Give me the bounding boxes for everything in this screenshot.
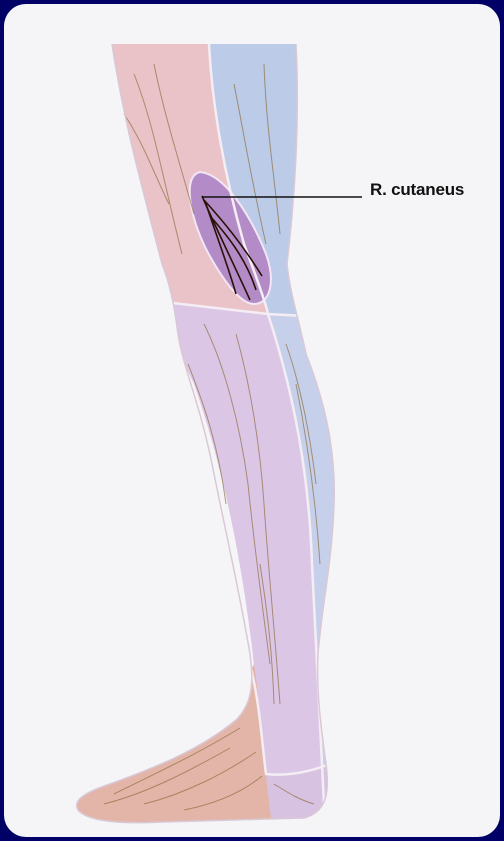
leg-illustration xyxy=(4,4,500,837)
foot-region xyxy=(44,664,284,834)
diagram-card: R. cutaneus xyxy=(4,4,500,837)
nerve-label: R. cutaneus xyxy=(370,180,464,200)
